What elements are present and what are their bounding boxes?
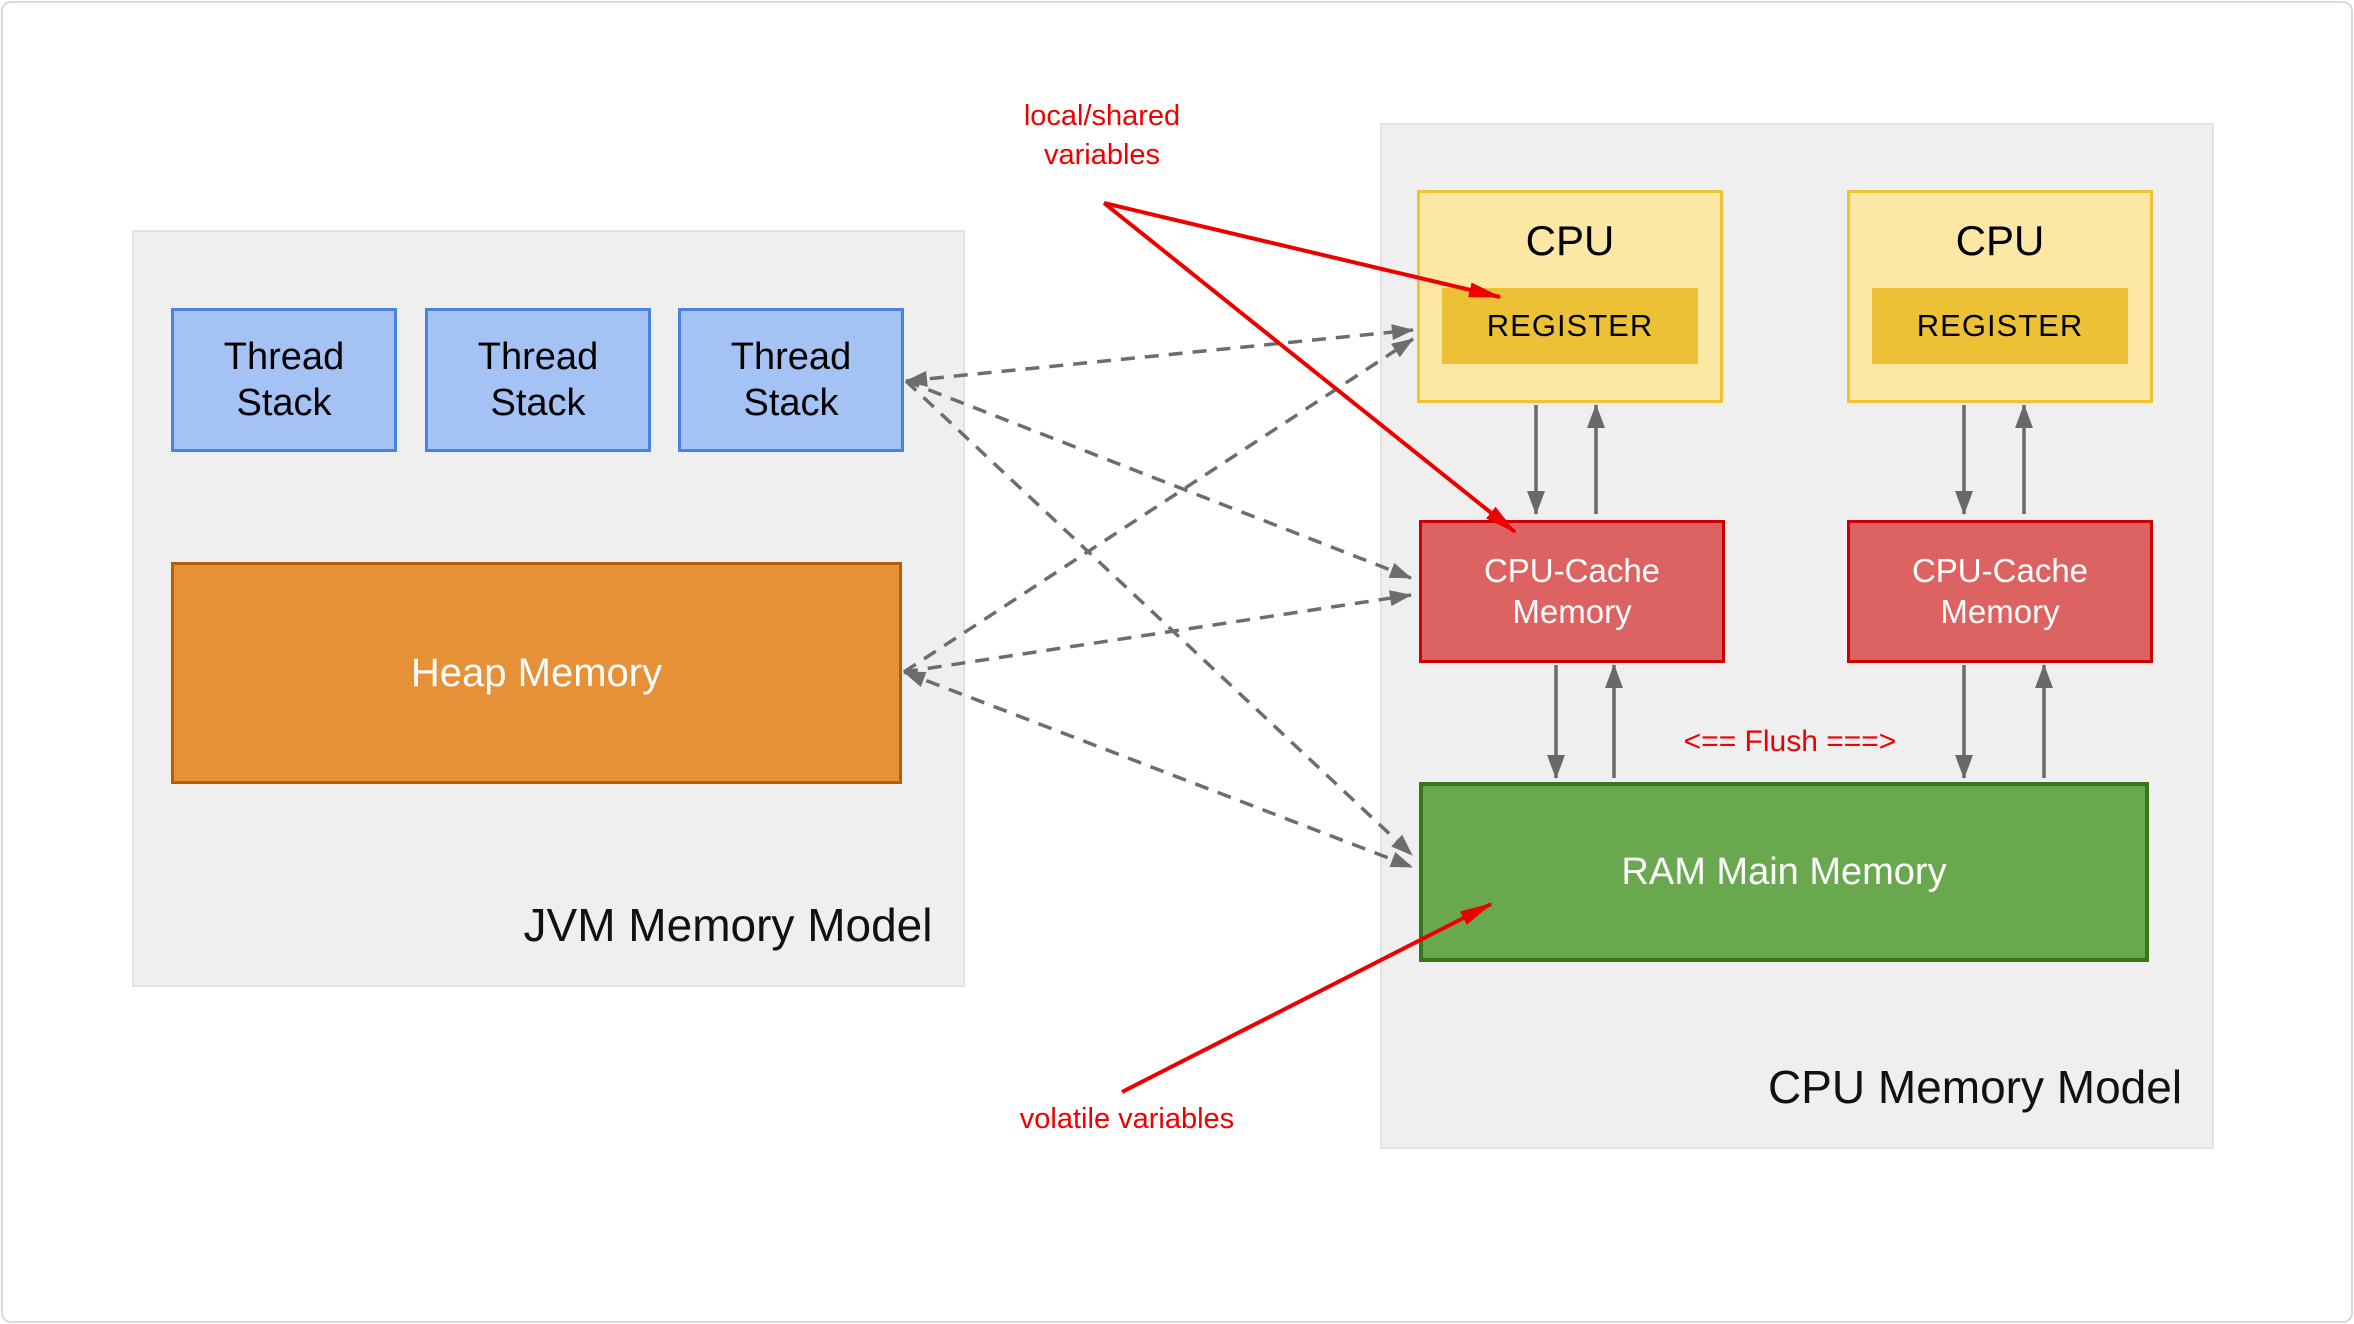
thread-stack-box-3: Thread Stack (678, 308, 904, 452)
cpu-cache-box-2: CPU-Cache Memory (1847, 520, 2153, 663)
jvm-panel-title: JVM Memory Model (523, 899, 933, 951)
cpu-label: CPU (1955, 217, 2045, 264)
heap-memory-box: Heap Memory (171, 562, 902, 784)
thread-stack-label: Thread Stack (730, 335, 852, 424)
register-box-2: REGISTER (1872, 288, 2128, 364)
ram-main-memory-label: RAM Main Memory (1621, 850, 1947, 893)
dashed-arrow-heap-register (903, 337, 1414, 674)
cpu-box-1: CPU REGISTER (1417, 190, 1723, 403)
flush-annotation: <== Flush ===> (1683, 725, 1897, 758)
cpu-box-2: CPU REGISTER (1847, 190, 2153, 403)
cpu-panel-title: CPU Memory Model (1767, 1061, 2183, 1113)
ram-main-memory-box: RAM Main Memory (1419, 782, 2149, 962)
dashed-arrow-stack-ram (904, 379, 1414, 857)
volatile-variables-note: volatile variables (1019, 1103, 1235, 1135)
thread-stack-label: Thread Stack (477, 335, 599, 424)
cpu-cache-box-1: CPU-Cache Memory (1419, 520, 1725, 663)
cpu-cache-label: CPU-Cache Memory (1483, 551, 1661, 630)
thread-stack-label: Thread Stack (223, 335, 345, 424)
thread-stack-box-2: Thread Stack (425, 308, 651, 452)
dashed-arrow-stack-cache (905, 379, 1412, 580)
dashed-arrow-heap-ram (903, 670, 1413, 869)
cpu-label: CPU (1525, 217, 1615, 264)
dashed-arrow-heap-cache (903, 590, 1412, 674)
thread-stack-box-1: Thread Stack (171, 308, 397, 452)
local-shared-variables-note: local/shared variables (1023, 100, 1181, 171)
heap-memory-label: Heap Memory (410, 650, 663, 695)
dashed-arrow-stack-register (905, 324, 1414, 387)
register-label: REGISTER (1916, 308, 2084, 343)
register-box-1: REGISTER (1442, 288, 1698, 364)
register-label: REGISTER (1486, 308, 1654, 343)
cpu-cache-label: CPU-Cache Memory (1911, 551, 2089, 630)
